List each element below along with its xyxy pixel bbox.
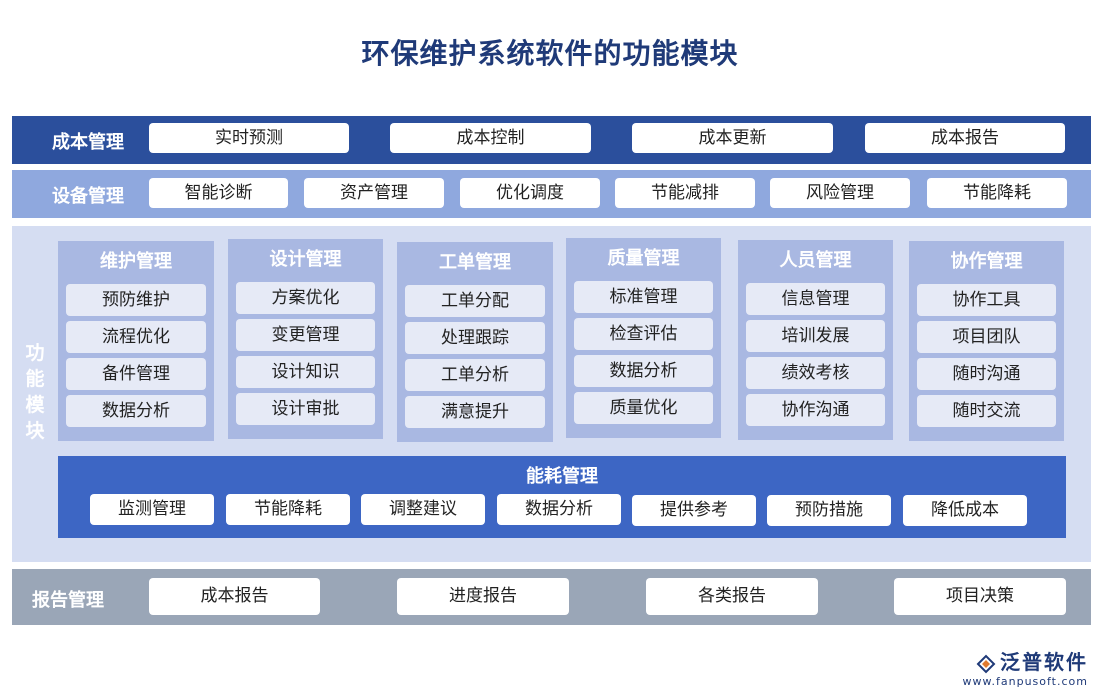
report-item-1: 成本报告 [149, 578, 320, 615]
function-band-label: 功 能 模 块 [22, 340, 48, 444]
column-item: 信息管理 [746, 283, 885, 315]
column-item: 协作工具 [917, 284, 1056, 316]
cost-band-label: 成本管理 [52, 132, 124, 153]
report-band: 报告管理 成本报告 进度报告 各类报告 项目决策 [12, 569, 1091, 625]
column-item: 流程优化 [66, 321, 206, 353]
column-item: 标准管理 [574, 281, 713, 313]
column-item: 随时交流 [917, 395, 1056, 427]
column-item: 项目团队 [917, 321, 1056, 353]
column-item: 工单分配 [405, 285, 545, 317]
energy-band: 能耗管理 监测管理 节能降耗 调整建议 数据分析 提供参考 预防措施 降低成本 [58, 456, 1066, 538]
column-title: 质量管理 [607, 248, 680, 269]
cost-item-3: 成本更新 [632, 123, 833, 153]
column-item: 数据分析 [66, 395, 206, 427]
column-workorder: 工单管理 工单分配 处理跟踪 工单分析 满意提升 [397, 242, 553, 442]
column-title: 工单管理 [439, 252, 511, 273]
energy-item-4: 数据分析 [497, 494, 621, 525]
energy-item-7: 降低成本 [903, 495, 1027, 526]
column-item: 设计审批 [236, 393, 375, 425]
column-item: 检查评估 [574, 318, 713, 350]
equipment-item-1: 智能诊断 [149, 178, 288, 208]
logo-url: www.fanpusoft.com [962, 675, 1088, 688]
function-label-char: 模 [25, 394, 45, 416]
equipment-item-5: 风险管理 [770, 178, 910, 208]
column-item: 处理跟踪 [405, 322, 545, 354]
energy-band-title: 能耗管理 [526, 466, 598, 487]
energy-item-2: 节能降耗 [226, 494, 350, 525]
page-title: 环保维护系统软件的功能模块 [361, 37, 739, 70]
column-title: 维护管理 [100, 251, 172, 272]
column-item: 满意提升 [405, 396, 545, 428]
column-item: 预防维护 [66, 284, 206, 316]
equipment-item-2: 资产管理 [304, 178, 444, 208]
column-item: 方案优化 [236, 282, 375, 314]
energy-item-3: 调整建议 [361, 494, 485, 525]
equipment-item-4: 节能减排 [615, 178, 755, 208]
logo-name-row: 泛普软件 [963, 646, 1088, 675]
column-item: 随时沟通 [917, 358, 1056, 390]
column-item: 工单分析 [405, 359, 545, 391]
energy-item-6: 预防措施 [767, 495, 891, 526]
cost-item-4: 成本报告 [865, 123, 1065, 153]
cost-item-2: 成本控制 [390, 123, 591, 153]
equipment-item-3: 优化调度 [460, 178, 600, 208]
column-collaboration: 协作管理 协作工具 项目团队 随时沟通 随时交流 [909, 241, 1064, 441]
report-band-label: 报告管理 [32, 590, 104, 611]
report-item-4: 项目决策 [894, 578, 1066, 615]
column-item: 质量优化 [574, 392, 713, 424]
column-design: 设计管理 方案优化 变更管理 设计知识 设计审批 [228, 239, 383, 439]
equipment-band-label: 设备管理 [52, 186, 124, 207]
column-item: 数据分析 [574, 355, 713, 387]
energy-item-1: 监测管理 [90, 494, 214, 525]
column-quality: 质量管理 标准管理 检查评估 数据分析 质量优化 [566, 238, 721, 438]
equipment-band: 设备管理 智能诊断 资产管理 优化调度 节能减排 风险管理 节能降耗 [12, 170, 1091, 218]
column-maintenance: 维护管理 预防维护 流程优化 备件管理 数据分析 [58, 241, 214, 441]
logo-name: 泛普软件 [1000, 650, 1088, 674]
column-item: 设计知识 [236, 356, 375, 388]
energy-item-5: 提供参考 [632, 495, 756, 526]
column-item: 变更管理 [236, 319, 375, 351]
column-title: 人员管理 [779, 250, 852, 271]
column-personnel: 人员管理 信息管理 培训发展 绩效考核 协作沟通 [738, 240, 893, 440]
column-item: 培训发展 [746, 320, 885, 352]
column-item: 协作沟通 [746, 394, 885, 426]
equipment-item-6: 节能降耗 [927, 178, 1067, 208]
function-label-char: 功 [25, 342, 45, 364]
column-title: 设计管理 [269, 249, 342, 270]
report-item-3: 各类报告 [646, 578, 818, 615]
function-label-char: 能 [25, 368, 45, 390]
column-title: 协作管理 [950, 251, 1023, 272]
cost-band: 成本管理 实时预测 成本控制 成本更新 成本报告 [12, 116, 1091, 164]
column-item: 绩效考核 [746, 357, 885, 389]
fanpu-logo-icon [976, 654, 996, 673]
cost-item-1: 实时预测 [149, 123, 349, 153]
column-item: 备件管理 [66, 358, 206, 390]
function-label-char: 块 [25, 420, 45, 442]
brand-logo: 泛普软件 www.fanpusoft.com [963, 646, 1088, 688]
report-item-2: 进度报告 [397, 578, 569, 615]
